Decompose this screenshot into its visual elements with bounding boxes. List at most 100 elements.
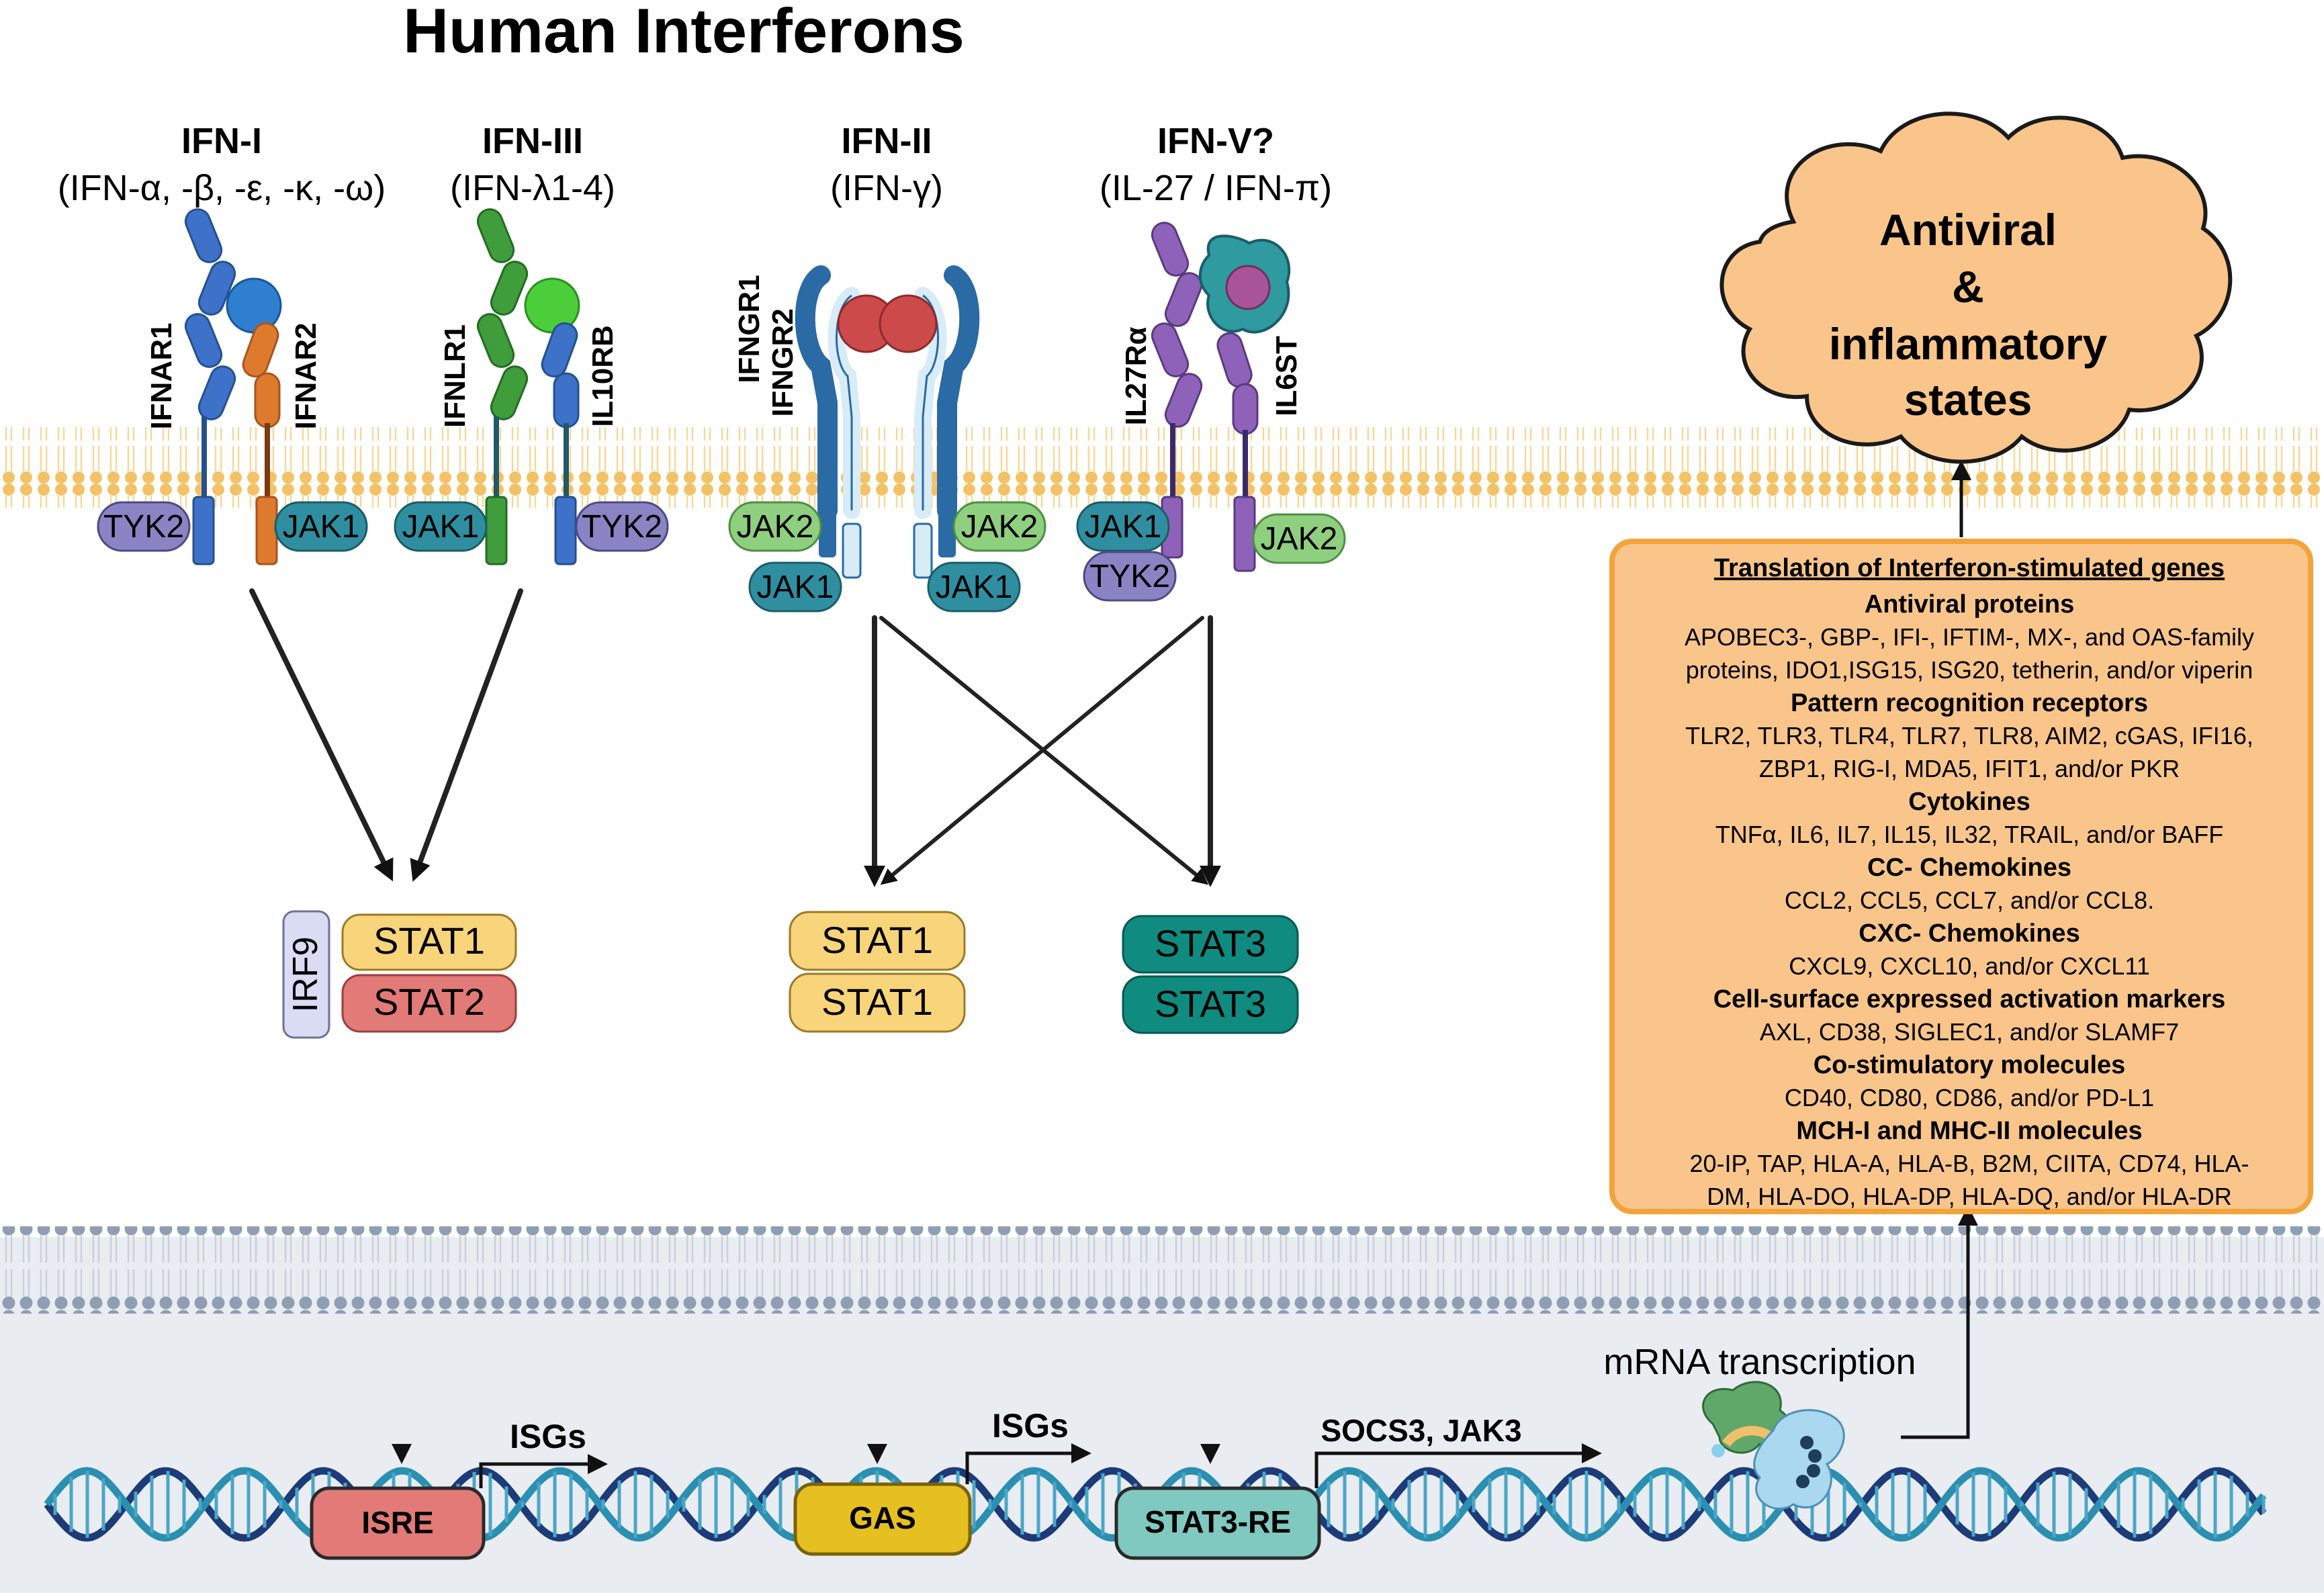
jak1-kinase-left (748, 561, 842, 612)
rna-polymerase-icon (1702, 1381, 1845, 1510)
isgf3-complex: IRF9 STAT1 STAT2 (282, 910, 517, 1039)
jak1-label-3: JAK1 (1085, 509, 1162, 545)
jak1-label-right: JAK1 (936, 570, 1013, 605)
ifngr-receptor-right (913, 265, 980, 579)
stat3-block-top (1122, 915, 1299, 974)
gaf-complex: STAT1 STAT1 (789, 911, 966, 1033)
tyk2-kinase-3 (1083, 551, 1177, 602)
isg-section-line: AXL, CD38, SIGLEC1, and/or SLAMF7 (1760, 1018, 2179, 1046)
translation-arrow (1901, 1205, 1978, 1439)
tyk2-label-2: TYK2 (582, 509, 662, 545)
ifnlr1-label: IFNLR1 (439, 324, 472, 428)
ifn-ii-subtypes: (IFN-γ) (830, 168, 943, 208)
isg-section-heading: Cytokines (1908, 788, 2030, 816)
ifn-i-subtypes: (IFN-α, -β, -ε, -κ, -ω) (58, 168, 386, 208)
gas-element (793, 1482, 972, 1556)
outcome-line-2: & (1952, 262, 1984, 312)
stat3-complex: STAT3 STAT3 (1122, 915, 1299, 1034)
jak1-kinase-right (927, 561, 1021, 612)
stat1-block-gaf-bottom (789, 972, 966, 1033)
il6st-label: IL6ST (1270, 336, 1303, 416)
isg-section-heading: Cell-surface expressed activation marker… (1713, 985, 2226, 1013)
il27ra-receptor (1151, 222, 1203, 559)
ifn-iii-group: IFN-III (IFN-λ1-4) IFNLR1 IL10RB JAK1 TY… (394, 121, 669, 565)
isg-section-line: CCL2, CCL5, CCL7, and/or CCL8. (1785, 886, 2154, 914)
isg-section-line: proteins, IDO1,ISG15, ISG20, tetherin, a… (1686, 656, 2253, 684)
tyk2-label-3: TYK2 (1089, 559, 1170, 594)
stat2-block-isgf3 (341, 974, 517, 1033)
isg-section-heading: Pattern recognition receptors (1791, 689, 2148, 717)
ifngr2-label: IFNGR2 (766, 308, 799, 416)
outcome-line-3: inflammatory (1829, 319, 2108, 369)
jak2-label-left: JAK2 (737, 509, 814, 545)
isre-element (310, 1486, 486, 1560)
stat1-block-isgf3 (341, 913, 517, 971)
isg-section-line: DM, HLA-DO, HLA-DP, HLA-DQ, and/or HLA-D… (1707, 1183, 2232, 1210)
isg-box-content: Translation of Interferon-stimulated gen… (1685, 554, 2254, 1210)
ifn-iii-subtypes: (IFN-λ1-4) (450, 168, 615, 208)
il27ra-label: IL27Rα (1120, 327, 1153, 426)
il10rb-receptor (524, 277, 580, 565)
isre-label: ISRE (361, 1505, 433, 1540)
ifn-gamma-ligand-right (879, 294, 938, 353)
jak1-label-2: JAK1 (402, 509, 480, 545)
jak1-kinase-3 (1076, 501, 1170, 552)
page-title: Human Interferons (403, 0, 965, 66)
stat3-label-top: STAT3 (1155, 922, 1266, 964)
isg-section-line: 20-IP, TAP, HLA-A, HLA-B, B2M, CIITA, CD… (1690, 1150, 2249, 1177)
jak2-kinase-right (952, 501, 1046, 552)
nuclear-import-arrows (392, 1091, 1220, 1464)
il6st-receptor (1198, 234, 1291, 572)
jak1-label: JAK1 (283, 509, 360, 545)
ifnar2-receptor (226, 277, 282, 565)
stat3-label-bottom: STAT3 (1155, 983, 1266, 1025)
ifn-i-group: IFN-I (IFN-α, -β, -ε, -κ, -ω) IFNAR1 IFN… (58, 121, 386, 565)
outcome-line-1: Antiviral (1879, 205, 2057, 255)
ifn-iii-name: IFN-III (482, 121, 583, 161)
ifngr-receptor-left (795, 265, 862, 579)
tyk2-label: TYK2 (103, 509, 184, 545)
stat3-block-bottom (1122, 975, 1299, 1034)
ifn-ii-name: IFN-II (842, 121, 932, 161)
ifnar1-label: IFNAR1 (145, 323, 178, 430)
isg-section-heading: Co-stimulatory molecules (1814, 1051, 2126, 1079)
irf9-block (282, 910, 330, 1039)
ifn-i-name: IFN-I (181, 121, 262, 161)
jak2-kinase-3 (1252, 513, 1346, 564)
ifngr1-label: IFNGR1 (733, 275, 766, 383)
nuclear-envelope (0, 1226, 2324, 1314)
irf9-label: IRF9 (286, 937, 325, 1013)
mrna-label: mRNA transcription (1603, 1342, 1916, 1382)
isg-section-line: CD40, CD80, CD86, and/or PD-L1 (1785, 1084, 2154, 1111)
isg-section-line: ZBP1, RIG-I, MDA5, IFIT1, and/or PKR (1759, 755, 2180, 782)
tyk2-kinase (97, 501, 191, 552)
isgs-label-2: ISGs (992, 1407, 1069, 1445)
isg-section-line: CXCL9, CXCL10, and/or CXCL11 (1789, 952, 2150, 980)
ifnar1-receptor (184, 208, 236, 565)
gas-label: GAS (849, 1500, 916, 1535)
stat3re-element (1114, 1486, 1321, 1560)
isg-section-heading: CC- Chemokines (1867, 854, 2071, 882)
isg-section-line: TLR2, TLR3, TLR4, TLR7, TLR8, AIM2, cGAS… (1685, 722, 2253, 749)
stat1-label-isgf3: STAT1 (373, 919, 485, 962)
isg-section-heading: MCH-I and MHC-II molecules (1796, 1117, 2142, 1145)
isg-section-line: APOBEC3-, GBP-, IFI-, IFTIM-, MX-, and O… (1685, 623, 2254, 651)
isgs-label-1: ISGs (510, 1418, 586, 1455)
stat1-block-gaf-top (789, 911, 966, 971)
jak2-kinase-left (728, 501, 822, 552)
ifn-v-group: IFN-V? (IL-27 / IFN-π) IL27Rα IL6ST JAK1… (1076, 121, 1346, 602)
signalling-arrows (249, 588, 1221, 887)
ifnar2-label: IFNAR2 (289, 323, 322, 430)
outcome-line-4: states (1904, 375, 2032, 424)
transcription-arrows (479, 1443, 1602, 1488)
tyk2-kinase-2 (575, 501, 669, 552)
isg-section-heading: Antiviral proteins (1865, 590, 2075, 619)
stat2-label-isgf3: STAT2 (373, 981, 485, 1023)
il27-subunit (1225, 265, 1271, 310)
jak2-label-3: JAK2 (1261, 521, 1338, 557)
isg-translation-box (1609, 539, 2313, 1214)
socs-label: SOCS3, JAK3 (1321, 1413, 1521, 1448)
jak1-kinase (274, 501, 368, 552)
stat1-label-gaf-top: STAT1 (821, 919, 933, 961)
